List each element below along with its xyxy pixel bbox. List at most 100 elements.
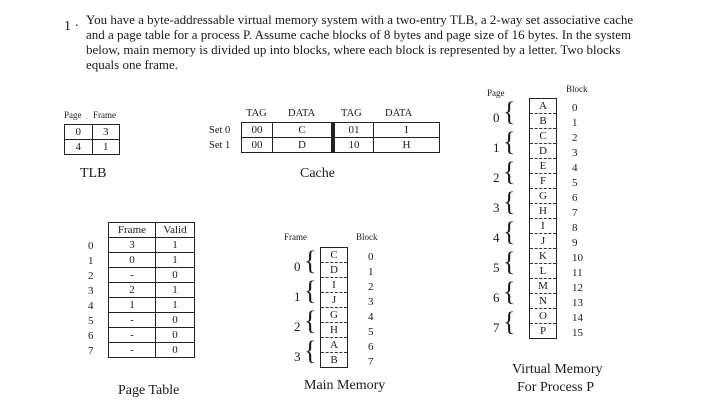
page-table-cell: -: [108, 342, 156, 358]
block-number: 5: [572, 177, 578, 189]
memory-block: J: [321, 292, 347, 307]
page-index: 1: [88, 255, 94, 267]
page-brace-icon: {: [503, 246, 516, 277]
block-number: 14: [572, 312, 583, 324]
virtual-block: M: [530, 278, 556, 293]
page-brace-icon: {: [503, 276, 516, 307]
tlb-caption: TLB: [80, 166, 107, 181]
page-number: 4: [493, 230, 500, 245]
block-number: 2: [368, 281, 374, 293]
memory-block: I: [321, 277, 347, 292]
page-brace-icon: {: [503, 96, 516, 127]
frame-number: 0: [294, 259, 301, 274]
virtual-memory-block-column: A B C D E F G H I J K L M N O P: [529, 98, 557, 339]
block-number: 13: [572, 297, 583, 309]
page-index: 4: [88, 300, 94, 312]
table-row: -0: [108, 342, 196, 358]
page-index: 0: [88, 240, 94, 252]
virtual-memory-diagram: 0 1 2 3 4 5 6 7 { { { { { { { { A B C D …: [490, 97, 600, 347]
cache-header-tag-0: TAG: [246, 108, 267, 119]
block-number: 7: [368, 356, 374, 368]
page-table-cell: -: [108, 312, 156, 328]
frame-number: 3: [294, 349, 301, 364]
virtual-block: E: [530, 158, 556, 173]
page-brace-icon: {: [503, 216, 516, 247]
cache-table: 00 C 01 I 00 D 10 H: [241, 122, 440, 153]
frame-number: 1: [294, 289, 301, 304]
tlb-cell: 0: [64, 124, 93, 140]
table-row: 00 C 01 I: [241, 122, 440, 138]
page-brace-icon: {: [503, 186, 516, 217]
block-number: 4: [368, 311, 374, 323]
block-number: 5: [368, 326, 374, 338]
frame-brace-icon: {: [304, 305, 317, 336]
block-number: 2: [572, 132, 578, 144]
page-index: 6: [88, 330, 94, 342]
virtual-memory-caption-line-1: Virtual Memory: [512, 362, 603, 377]
page-index: 7: [88, 345, 94, 357]
page-number: 3: [493, 200, 500, 215]
page-index: 5: [88, 315, 94, 327]
page-brace-icon: {: [503, 126, 516, 157]
virtual-memory-header-page: Page: [487, 88, 505, 98]
cache-cell: 00: [241, 137, 273, 153]
page-table-cell: 3: [108, 237, 156, 253]
virtual-block: P: [530, 323, 556, 338]
virtual-block: C: [530, 128, 556, 143]
block-number: 6: [368, 341, 374, 353]
block-number: 4: [572, 162, 578, 174]
block-number: 8: [572, 222, 578, 234]
page-table-cell: 0: [108, 252, 156, 268]
page-table-cell: 0: [154, 312, 196, 328]
virtual-block: B: [530, 113, 556, 128]
virtual-block: A: [539, 100, 547, 112]
virtual-block: K: [530, 248, 556, 263]
cache-cell: 01: [331, 122, 374, 138]
main-memory-block-column: C D I J G H A B: [320, 247, 348, 368]
cache-set-1-label: Set 1: [209, 140, 231, 151]
table-row: -0: [108, 327, 196, 343]
tlb-cell: 1: [91, 139, 120, 155]
frame-brace-icon: {: [304, 245, 317, 276]
block-number: 0: [368, 251, 374, 263]
page-index: 3: [88, 285, 94, 297]
virtual-block: I: [530, 218, 556, 233]
main-memory-header-block: Block: [356, 232, 378, 242]
page-table-cell: -: [108, 327, 156, 343]
table-row: -0: [108, 312, 196, 328]
page-brace-icon: {: [503, 306, 516, 337]
page-table-header: Frame: [108, 222, 156, 238]
memory-block: D: [321, 262, 347, 277]
block-number: 15: [572, 327, 583, 339]
frame-brace-icon: {: [304, 335, 317, 366]
block-number: 1: [572, 117, 578, 129]
cache-cell: 00: [241, 122, 273, 138]
page-number: 7: [493, 320, 500, 335]
memory-block: G: [321, 307, 347, 322]
memory-block: C: [330, 249, 338, 261]
page-brace-icon: {: [503, 156, 516, 187]
page-table-header: Valid: [154, 222, 196, 238]
table-row: 00 D 10 H: [241, 137, 440, 153]
block-number: 1: [368, 266, 374, 278]
cache-cell: H: [373, 137, 440, 153]
block-number: 12: [572, 282, 583, 294]
tlb-header-frame: Frame: [93, 110, 116, 120]
page-table-cell: 1: [108, 297, 156, 313]
page-table-cell: 0: [154, 267, 196, 283]
virtual-block: L: [530, 263, 556, 278]
table-row: 0 3: [64, 124, 120, 140]
page-table-cell: 0: [154, 327, 196, 343]
table-row: Frame Valid: [108, 222, 196, 238]
table-row: -0: [108, 267, 196, 283]
page-table-cell: 1: [154, 297, 196, 313]
virtual-memory-caption-line-2: For Process P: [517, 380, 595, 395]
virtual-block: H: [530, 203, 556, 218]
block-number: 7: [572, 207, 578, 219]
page-table-cell: 1: [154, 237, 196, 253]
page-table-cell: 2: [108, 282, 156, 298]
virtual-block: N: [530, 293, 556, 308]
block-number: 11: [572, 267, 583, 279]
